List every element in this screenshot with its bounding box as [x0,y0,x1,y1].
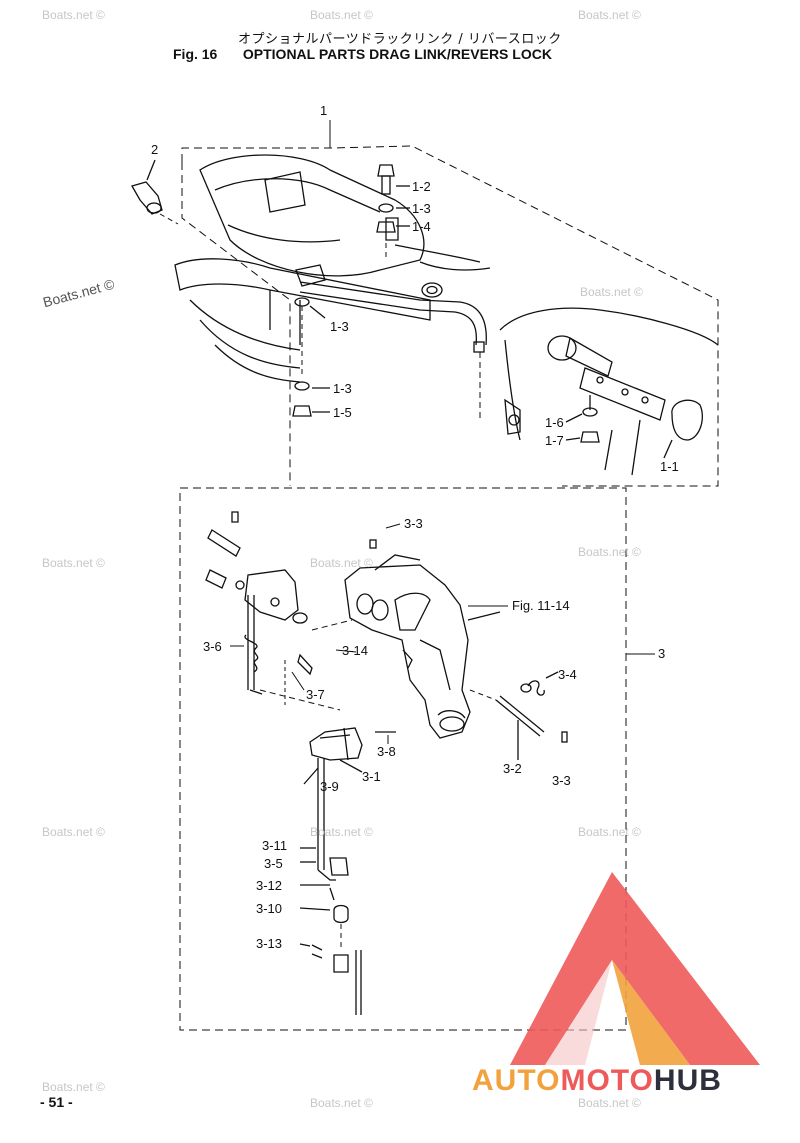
callout-3-4: 3-4 [558,667,577,682]
pin-3-2-drawing [469,689,545,760]
logo-part-hub: HUB [653,1064,722,1097]
watermark: Boats.net © [42,1080,105,1094]
logo-part-moto: MOTO [560,1064,654,1097]
callout-1: 1 [320,103,328,118]
callout-3-7: 3-7 [306,687,325,702]
swivel-bracket-drawing [344,539,501,739]
cam-3-1-drawing [299,727,396,1015]
assembly-3-outline [179,487,655,1031]
logo-part-auto: AUTO [472,1064,561,1097]
page-number: - 51 - [40,1094,73,1110]
callout-fig-11-14: Fig. 11-14 [512,598,570,613]
assembly-1-outline [181,120,719,487]
watermark: Boats.net © [580,285,643,299]
callout-3-8: 3-8 [377,744,396,759]
callout-3-14: 3-14 [342,643,369,658]
watermark: Boats.net © [578,825,641,839]
watermark: Boats.net © [578,545,641,559]
callout-1-3-upper: 1-3 [412,201,431,216]
callout-1-1: 1-1 [660,459,679,474]
watermark: Boats.net © [578,8,641,22]
callout-1-3-lower: 1-3 [333,381,352,396]
watermark: Boats.net © [42,8,105,22]
callout-3-12: 3-12 [256,878,283,893]
callout-3: 3 [658,646,666,661]
callout-3-5: 3-5 [264,856,283,871]
callout-3-9: 3-9 [320,779,339,794]
watermark: Boats.net © [310,825,373,839]
tiller-arm-drawing [499,307,719,476]
bolt-stack-upper-drawing [376,164,410,260]
callout-3-3-lower: 3-3 [552,773,571,788]
clamp-bracket-drawing [174,154,491,420]
watermark: Boats.net © [42,825,105,839]
callout-3-3-upper: 3-3 [404,516,423,531]
callout-1-4: 1-4 [412,219,431,234]
reverse-lock-lever-drawing [205,511,353,711]
callout-3-10: 3-10 [256,901,283,916]
watermark: Boats.net © [578,1096,641,1110]
callout-1-7: 1-7 [545,433,564,448]
watermark: Boats.net © [310,8,373,22]
callout-1-3-middle: 1-3 [330,319,349,334]
callout-3-11: 3-11 [262,838,288,853]
leader-lines [230,523,508,744]
callout-1-5: 1-5 [333,405,352,420]
callout-3-13: 3-13 [256,936,283,951]
figure-title: Fig. 16 OPTIONAL PARTS DRAG LINK/REVERS … [173,46,552,62]
callout-3-2: 3-2 [503,761,522,776]
callout-1-6: 1-6 [545,415,564,430]
watermark: Boats.net © [42,556,105,570]
watermark: Boats.net © [310,1096,373,1110]
spring-3-4-drawing [520,671,568,743]
callout-2: 2 [151,142,159,157]
callout-3-6: 3-6 [203,639,222,654]
bolt-stack-lower-drawing [292,297,330,417]
figure-number: Fig. 16 [173,46,218,62]
figure-name: OPTIONAL PARTS DRAG LINK/REVERS LOCK [242,46,552,62]
callout-3-1: 3-1 [362,769,381,784]
callout-1-2: 1-2 [412,179,431,194]
title-japanese: オプショナルパーツドラックリンク / リバースロック [238,32,562,47]
automotohub-logo: AUTOMOTOHUB [472,1064,722,1098]
part-2-fitting-drawing [131,159,179,225]
watermark: Boats.net © [310,556,373,570]
logo-triangle-graphic [510,872,760,1065]
